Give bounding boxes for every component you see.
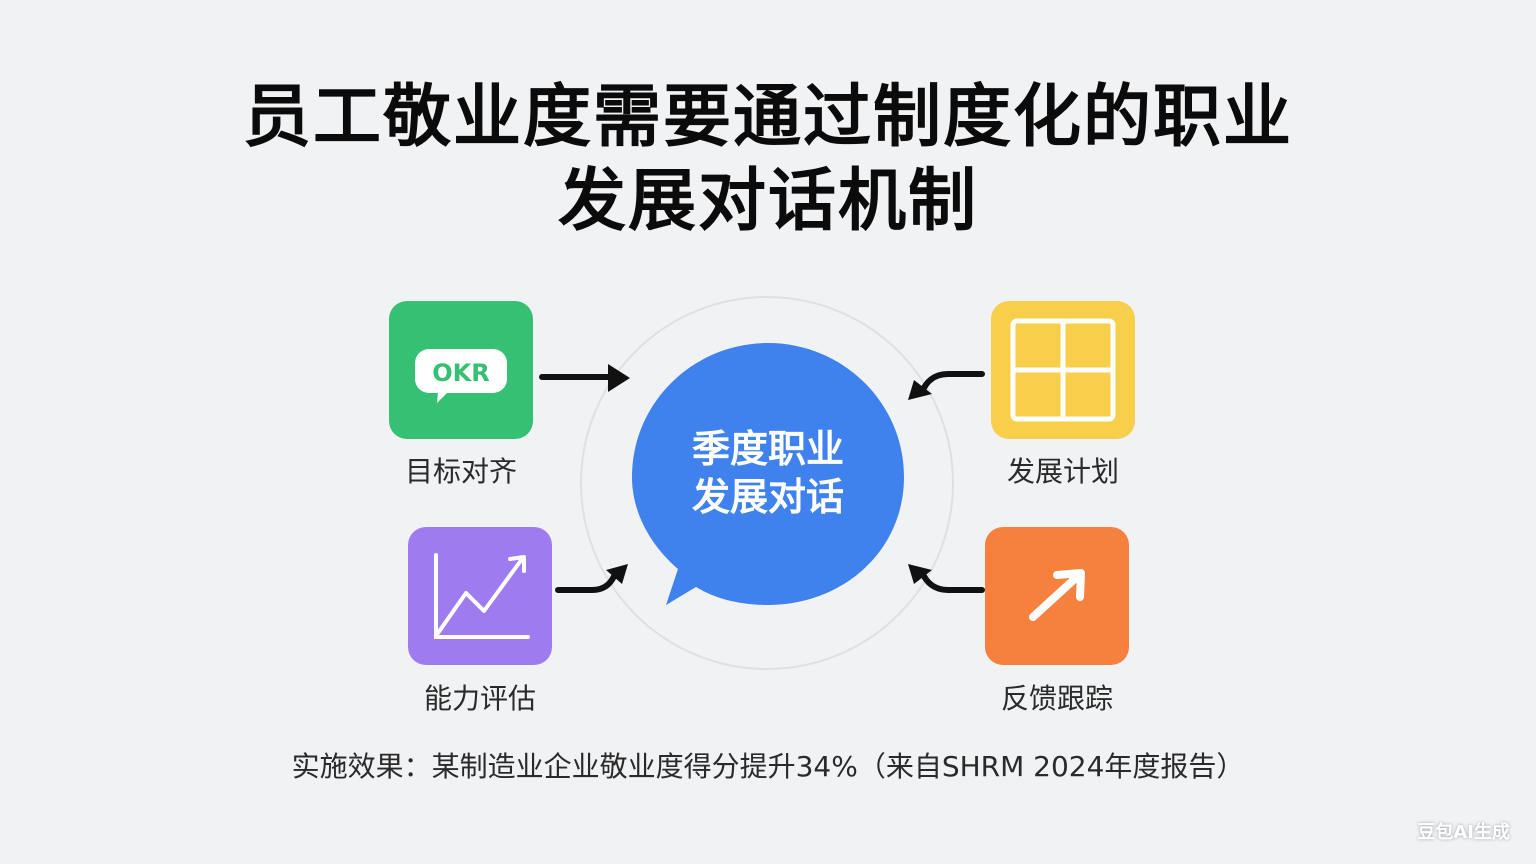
assess-tile — [408, 527, 552, 665]
arrow-plan-to-center — [908, 371, 985, 400]
trend-arrow-icon — [1029, 569, 1085, 621]
title-line-2: 发展对话机制 — [557, 162, 978, 241]
watermark: 豆包AI生成 — [1417, 822, 1510, 843]
node-label-plan: 发展计划 — [1006, 455, 1119, 488]
page-title: 员工敬业度需要通过制度化的职业 发展对话机制 — [0, 76, 1536, 244]
center-line-1: 季度职业 — [691, 427, 844, 471]
arrow-feedback-to-center — [908, 564, 985, 593]
speech-bubble-icon — [632, 343, 904, 605]
arrow-assess-to-center — [555, 564, 628, 593]
footer-note: 实施效果：某制造业企业敬业度得分提升34%（来自SHRM 2024年度报告） — [291, 750, 1245, 783]
node-label-okr: 目标对齐 — [404, 455, 517, 488]
arrow-okr-to-center — [539, 364, 630, 392]
feedback-tile — [985, 527, 1129, 665]
center-bubble: 季度职业 发展对话 — [632, 343, 904, 611]
plan-tile — [991, 301, 1135, 439]
node-label-feedback: 反馈跟踪 — [1000, 682, 1113, 715]
center-text: 季度职业 发展对话 — [632, 425, 904, 521]
cycle-ring — [580, 296, 954, 670]
line-chart-icon — [434, 553, 530, 639]
grid-icon — [1010, 318, 1116, 422]
okr-badge-text: OKR — [432, 359, 489, 387]
okr-chat-icon: OKR — [415, 349, 507, 403]
node-label-assess: 能力评估 — [423, 682, 536, 715]
title-line-1: 员工敬业度需要通过制度化的职业 — [242, 78, 1293, 157]
okr-tile: OKR — [389, 301, 533, 439]
center-line-2: 发展对话 — [691, 475, 844, 519]
